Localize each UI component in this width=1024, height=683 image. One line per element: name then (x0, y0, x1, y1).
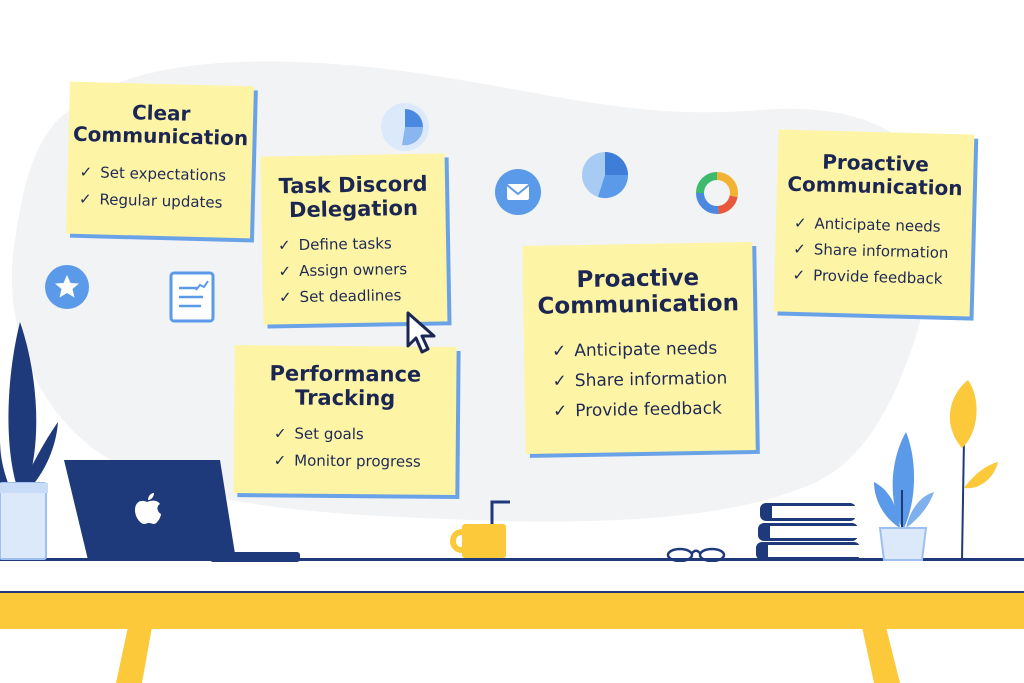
books-icon (756, 503, 860, 560)
check-icon: ✓ (792, 265, 806, 285)
desk-top (0, 561, 1024, 591)
checklist-item: ✓Regular updates (78, 189, 223, 212)
star-icon (45, 265, 89, 309)
report-icon (169, 271, 215, 323)
mug-icon (450, 500, 510, 558)
check-icon: ✓ (79, 162, 93, 181)
check-icon: ✓ (277, 236, 291, 255)
checklist-item: ✓Provide feedback (552, 398, 723, 422)
checklist-item: ✓Share information (552, 368, 728, 392)
note-task-delegation: Task Discord Delegation ✓Define tasks ✓A… (260, 153, 448, 325)
note-title-line: Communication (537, 290, 740, 321)
check-icon: ✓ (273, 424, 287, 443)
note-title-line: Performance (269, 361, 422, 387)
checklist: ✓Anticipate needs ✓Share information ✓Pr… (524, 333, 756, 427)
pie-chart-icon (582, 152, 629, 199)
checklist: ✓Anticipate needs ✓Share information ✓Pr… (774, 209, 972, 292)
note-title-line: Delegation (288, 196, 419, 223)
desk-legs (116, 627, 900, 683)
note-title: Proactive Communication (777, 149, 974, 201)
checklist-item: ✓Set goals (273, 424, 364, 443)
checklist: ✓Define tasks ✓Assign owners ✓Set deadli… (262, 230, 447, 311)
note-title-line: Task Discord (278, 171, 428, 199)
note-title-line: Clear (131, 100, 191, 126)
desk-edge (0, 591, 1024, 629)
desk-top-line (0, 558, 1024, 561)
note-title-line: Proactive (576, 264, 700, 294)
donut-chart-icon (696, 172, 738, 214)
check-icon: ✓ (552, 371, 567, 392)
plant-icon (949, 380, 998, 561)
checklist-item: ✓Set deadlines (278, 286, 402, 307)
check-icon: ✓ (551, 341, 567, 362)
check-icon: ✓ (278, 288, 292, 307)
check-icon: ✓ (793, 239, 807, 259)
note-title: Clear Communication (68, 100, 253, 151)
mouse-cursor-icon (406, 311, 436, 354)
check-icon: ✓ (78, 189, 92, 208)
laptop-icon (64, 460, 300, 562)
check-icon: ✓ (552, 401, 568, 422)
pie-chart-icon (381, 103, 429, 151)
checklist-item: ✓Anticipate needs (551, 338, 718, 362)
note-title-line: Communication (72, 121, 249, 151)
check-icon: ✓ (793, 213, 807, 233)
plant-icon (0, 322, 58, 560)
note-title: Proactive Communication (523, 264, 754, 321)
plant-icon (874, 432, 934, 561)
checklist-item: ✓Define tasks (277, 234, 392, 255)
checklist-item: ✓Assign owners (278, 260, 408, 281)
apple-logo-icon (135, 493, 161, 524)
checklist-item: ✓Provide feedback (792, 265, 943, 288)
note-title: Task Discord Delegation (261, 171, 446, 223)
note-title: Performance Tracking (234, 361, 456, 411)
check-icon: ✓ (278, 262, 292, 281)
note-proactive-communication-center: Proactive Communication ✓Anticipate need… (522, 242, 756, 454)
note-clear-communication: Clear Communication ✓Set expectations ✓R… (66, 81, 254, 239)
mail-icon (495, 169, 541, 215)
checklist: ✓Set expectations ✓Regular updates (67, 158, 252, 217)
glasses-icon (666, 547, 726, 562)
note-title-line: Communication (787, 171, 963, 201)
note-proactive-communication-right: Proactive Communication ✓Anticipate need… (773, 129, 975, 317)
note-title-line: Tracking (295, 385, 396, 411)
